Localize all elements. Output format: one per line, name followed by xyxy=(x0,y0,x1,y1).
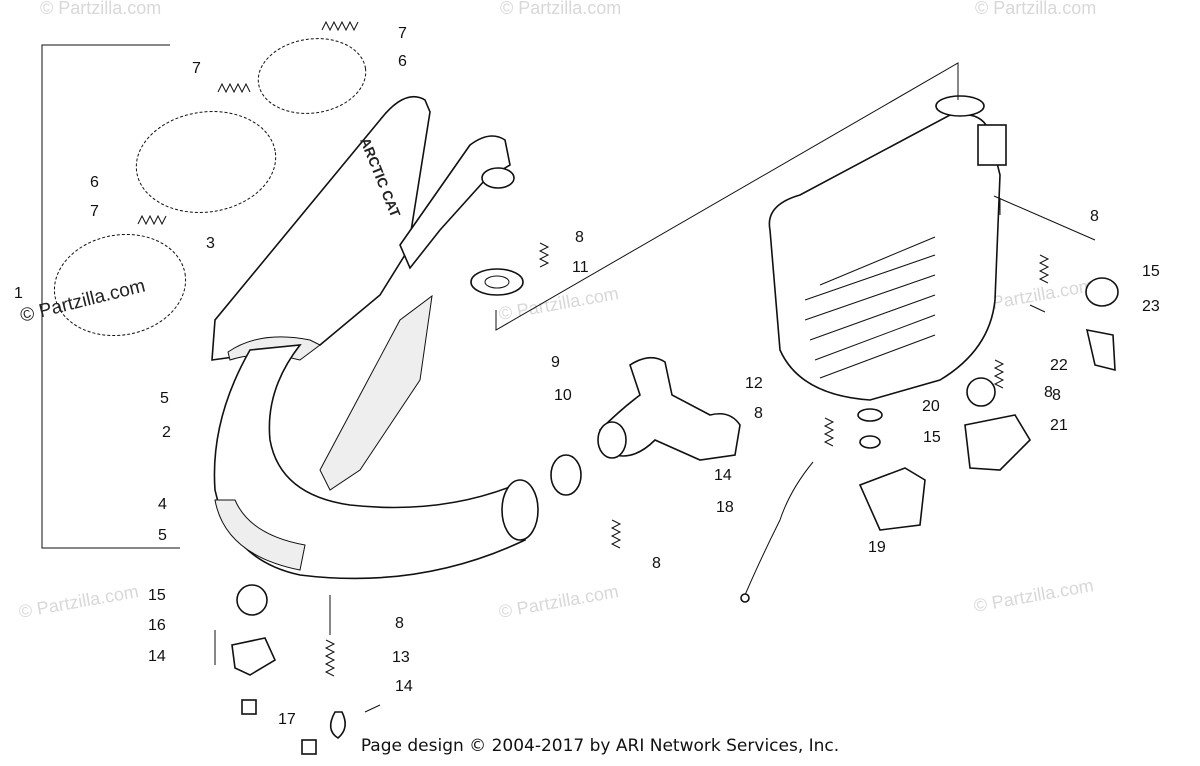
watermark: © Partzilla.com xyxy=(500,0,621,18)
callout-label: 23 xyxy=(1142,298,1160,315)
assembly-bracket xyxy=(41,44,180,549)
springs-top xyxy=(137,20,359,226)
callout-label: 9 xyxy=(551,354,560,371)
callout-label: 20 xyxy=(922,398,940,415)
watermark: © Partzilla.com xyxy=(497,581,620,622)
callout-label: 17 xyxy=(278,711,296,728)
callout-label: 21 xyxy=(1050,417,1068,434)
callout-label: 3 xyxy=(206,235,215,252)
callout-label: 8 xyxy=(652,555,661,572)
callout-labels: 1 2 3 4 5 5 6 6 7 7 7 8 8 8 8 8 8 8 9 10… xyxy=(14,25,1160,728)
callout-label: 7 xyxy=(398,25,407,42)
callout-label: 8 xyxy=(1090,208,1099,225)
muffler-part: ARCTIC CAT xyxy=(211,95,431,361)
lower-mount-part xyxy=(214,584,381,755)
callout-label: 13 xyxy=(392,649,410,666)
callout-label: 2 xyxy=(162,424,171,441)
callout-label: 5 xyxy=(158,527,167,544)
tailpipe-part xyxy=(399,135,515,270)
callout-label: 14 xyxy=(148,648,166,665)
callout-label: 11 xyxy=(572,259,589,276)
right-mount-parts xyxy=(538,242,1119,603)
watermark: © Partzilla.com xyxy=(17,581,140,622)
watermark: © Partzilla.com xyxy=(40,0,161,18)
callout-label: 12 xyxy=(745,375,763,392)
callout-label: 8 xyxy=(575,229,584,246)
callout-label: 6 xyxy=(398,53,407,70)
callout-label: 6 xyxy=(90,174,99,191)
callout-label: 1 xyxy=(14,285,23,302)
callout-label: 18 xyxy=(716,499,734,516)
callout-label: 15 xyxy=(148,587,166,604)
callout-label: 10 xyxy=(554,387,572,404)
heat-shield-part xyxy=(319,294,433,491)
callout-label: 14 xyxy=(714,467,732,484)
callout-label: 15 xyxy=(1142,263,1160,280)
callout-label: 16 xyxy=(148,617,166,634)
watermark: © Partzilla.com xyxy=(972,575,1095,616)
leader-lines xyxy=(495,62,1096,331)
callout-label: 7 xyxy=(90,203,99,220)
y-pipe-part xyxy=(597,356,741,461)
watermark: © Partzilla.com xyxy=(975,0,1096,18)
callout-label: 8 xyxy=(1052,387,1061,404)
callout-label: 22 xyxy=(1050,357,1068,374)
callout-label: 15 xyxy=(923,429,941,446)
callout-label: 8 xyxy=(754,405,763,422)
footer-credit: Page design © 2004-2017 by ARI Network S… xyxy=(360,736,840,756)
callout-label: 8 xyxy=(395,615,404,632)
clamp-rings xyxy=(53,38,367,337)
callout-label: 14 xyxy=(395,678,413,695)
callout-label: 4 xyxy=(158,496,167,513)
watermark-prominent: © Partzilla.com xyxy=(18,276,147,327)
seal-ring-part xyxy=(550,454,582,496)
callout-label: 5 xyxy=(160,390,169,407)
callout-label: 19 xyxy=(868,539,886,556)
callout-label: 8 xyxy=(1044,384,1053,401)
callout-label: 7 xyxy=(192,60,201,77)
expansion-chamber-part xyxy=(213,344,539,580)
silencer-box-part xyxy=(768,95,1007,401)
grommet-part xyxy=(470,268,524,296)
